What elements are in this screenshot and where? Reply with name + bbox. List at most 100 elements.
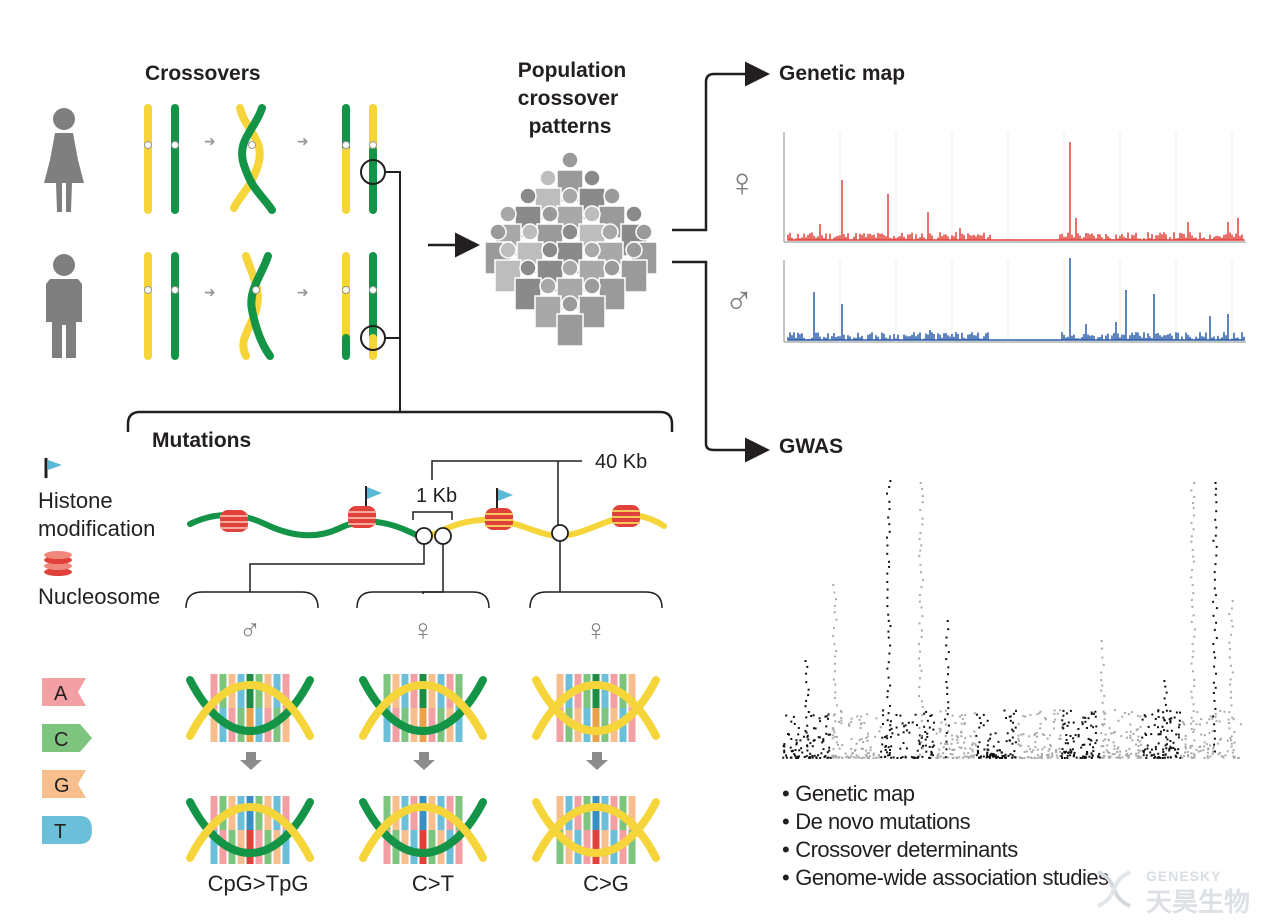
- female-recombination-track: [787, 142, 1245, 241]
- gwas-point: [922, 744, 924, 747]
- gwas-point: [826, 756, 829, 759]
- gwas-point: [920, 635, 923, 638]
- gwas-point: [1178, 723, 1181, 726]
- gwas-point: [918, 686, 921, 689]
- gwas-point: [966, 755, 969, 758]
- scale-bar-1kb: [412, 511, 453, 520]
- gwas-point: [850, 755, 853, 758]
- gwas-point: [991, 755, 994, 758]
- histone-flag-icon: [365, 486, 382, 506]
- gwas-point: [982, 724, 985, 727]
- mutation-connector-lines: [249, 541, 561, 594]
- gwas-point: [1184, 751, 1187, 754]
- gwas-point: [1102, 710, 1105, 713]
- gwas-point: [971, 742, 974, 745]
- gwas-point: [928, 745, 931, 748]
- gwas-point: [787, 733, 789, 735]
- gwas-point: [960, 722, 963, 725]
- gwas-point: [825, 715, 828, 718]
- gwas-point: [947, 701, 950, 704]
- gwas-point: [1199, 745, 1202, 748]
- gwas-point: [1058, 747, 1061, 750]
- gwas-point: [920, 719, 923, 722]
- gwas-point: [939, 728, 942, 731]
- gwas-point: [882, 714, 885, 717]
- gwas-point: [831, 737, 834, 740]
- gwas-point: [921, 501, 924, 504]
- gwas-point: [1212, 600, 1215, 603]
- gwas-point: [858, 718, 861, 721]
- gwas-point: [1190, 756, 1193, 759]
- gwas-point: [946, 713, 949, 716]
- gwas-point: [1157, 752, 1160, 755]
- gwas-point: [1100, 671, 1103, 674]
- base-legend-g: G: [42, 770, 86, 798]
- gwas-point: [1055, 751, 1058, 754]
- gwas-point: [951, 714, 954, 717]
- gwas-point: [1053, 720, 1055, 723]
- gwas-point: [1228, 656, 1231, 659]
- gwas-point: [939, 710, 942, 713]
- gwas-point: [923, 725, 926, 728]
- gwas-point: [958, 756, 961, 759]
- gwas-point: [800, 747, 803, 750]
- gwas-point: [1166, 738, 1169, 741]
- gwas-point: [803, 735, 805, 738]
- gwas-point: [907, 721, 910, 724]
- gwas-point: [1101, 647, 1104, 650]
- svg-text:C: C: [54, 729, 68, 751]
- gwas-point: [1104, 738, 1107, 741]
- gwas-point: [813, 739, 816, 742]
- gwas-point: [982, 713, 985, 716]
- gwas-point: [919, 532, 922, 534]
- gwas-point: [1033, 734, 1036, 737]
- gwas-point: [834, 655, 837, 658]
- column-bracket-3: [529, 591, 663, 609]
- gwas-point: [921, 523, 924, 526]
- gwas-point: [963, 752, 966, 755]
- gwas-point: [1110, 732, 1113, 735]
- gwas-point: [926, 732, 929, 735]
- base-legend-a: A: [42, 678, 86, 706]
- gwas-point: [868, 757, 870, 759]
- gwas-point: [1190, 728, 1193, 730]
- crossovers-heading: Crossovers: [145, 62, 261, 85]
- gwas-point: [835, 650, 838, 653]
- gwas-point: [1154, 755, 1157, 758]
- gwas-point: [1214, 594, 1217, 597]
- mutation-label-3: C>G: [583, 871, 629, 896]
- gwas-point: [1092, 750, 1095, 752]
- gwas-point: [1157, 716, 1160, 718]
- gwas-point: [1009, 715, 1012, 718]
- gwas-point: [1215, 526, 1218, 529]
- gwas-point: [888, 752, 891, 754]
- gwas-point: [1168, 718, 1171, 721]
- male-genetic-map-panel: ♂: [724, 258, 1246, 343]
- gwas-point: [940, 721, 943, 724]
- gwas-point: [880, 756, 883, 759]
- gwas-point: [792, 715, 795, 718]
- gwas-point: [916, 757, 919, 759]
- gwas-point: [887, 676, 890, 679]
- female-person-icon: [44, 108, 84, 212]
- gwas-point: [1206, 756, 1209, 759]
- column-bracket-1: [185, 591, 319, 609]
- gwas-point: [888, 486, 891, 488]
- gwas-point: [1215, 607, 1218, 610]
- gwas-point: [1086, 752, 1089, 755]
- gwas-point: [1214, 493, 1217, 496]
- gwas-point: [1191, 605, 1194, 608]
- gwas-point: [1127, 713, 1130, 716]
- gwas-point: [921, 747, 924, 750]
- gwas-point: [1084, 720, 1087, 723]
- gwas-point: [1090, 739, 1093, 742]
- gwas-point: [1233, 741, 1236, 744]
- gwas-point: [986, 744, 989, 747]
- gwas-point: [1154, 718, 1157, 720]
- gwas-point: [1084, 716, 1087, 719]
- gwas-point: [888, 565, 891, 568]
- base-legend-c: C: [42, 724, 92, 752]
- gwas-point: [1085, 753, 1088, 756]
- gwas-point: [1106, 751, 1109, 754]
- gwas-point: [1021, 757, 1024, 759]
